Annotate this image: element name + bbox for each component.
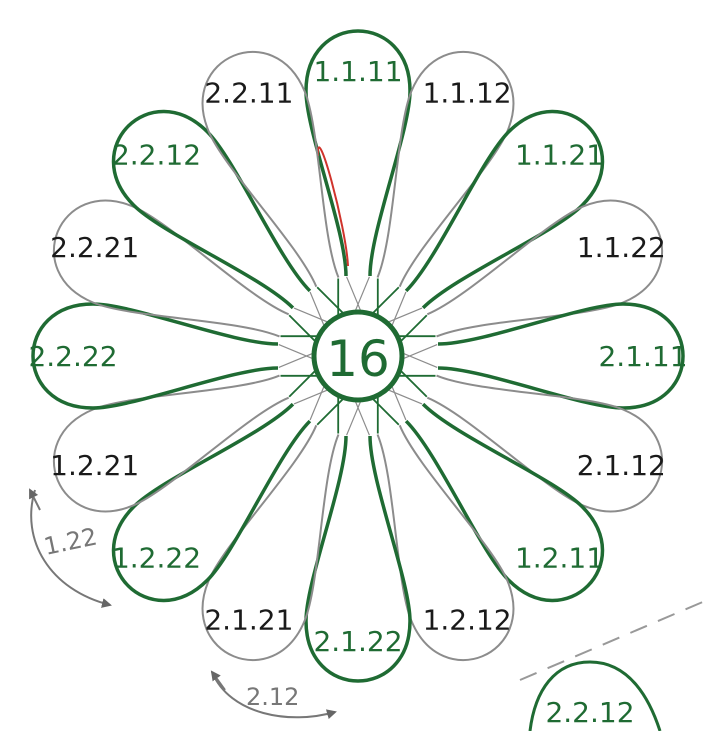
petals-layer: 1.1.11 1.1.121.1.21 1.1.22 2.1.11 2.1.12 1.2.…: [28, 29, 688, 683]
petal: 2.1.11: [437, 302, 688, 410]
petal: 1.1.21: [404, 109, 605, 310]
petal-label: 1.1.12: [423, 77, 512, 110]
petal-outline: [426, 199, 663, 338]
petal: 2.2.21: [50, 199, 290, 338]
left-arc-start-arrow: [29, 488, 41, 511]
petal-label: 2.1.22: [313, 625, 402, 658]
petal: 1.1.11: [304, 29, 412, 277]
petal-outline: [201, 51, 340, 288]
petal-outline: [304, 29, 412, 277]
petal: 1.2.12: [376, 424, 515, 661]
petal-outline: [404, 402, 605, 603]
petal-highlight-strand: [316, 146, 349, 267]
petal: 1.1.12: [376, 51, 515, 288]
petal-outline: [426, 374, 663, 513]
petal-label: 1.2.22: [112, 542, 201, 575]
petal-label: 2.1.12: [577, 449, 666, 482]
petal: 2.1.22: [304, 435, 412, 683]
petal-outline: [376, 424, 515, 661]
petal-label: 1.2.21: [50, 449, 139, 482]
petal-outline: [111, 402, 312, 603]
petal-outline: [304, 435, 412, 683]
petal-label: 2.1.21: [204, 603, 293, 636]
bottom-arc-arrow: [211, 671, 337, 720]
petal: 1.2.21: [50, 374, 290, 513]
left-arc-arrow: [30, 489, 112, 608]
petal-label: 1.1.21: [515, 139, 604, 172]
petal-outline: [437, 302, 685, 410]
petal-label: 1.1.11: [313, 55, 402, 88]
petal: 2.1.12: [426, 374, 666, 513]
petal-label: 2.2.11: [204, 77, 293, 110]
petal-outline: [53, 199, 290, 338]
bottom-arc-label: 2.12: [246, 683, 299, 711]
petal: 1.2.22: [111, 402, 312, 603]
petal-outline: [31, 302, 279, 410]
petal-outline: [376, 51, 515, 288]
center-circle: [311, 309, 405, 403]
petal: 2.2.11: [201, 51, 340, 288]
bottom-arc-start-arrow: [210, 670, 226, 691]
petal: 2.1.21: [201, 424, 340, 661]
petal-outline: [404, 109, 605, 310]
petal: 2.2.22: [28, 302, 279, 410]
petal: 2.2.12: [111, 109, 312, 310]
petal-label: 1.2.11: [515, 542, 604, 575]
dashed-guide-line: [519, 597, 712, 681]
petal-label: 1.1.22: [577, 231, 666, 264]
petal-outline: [201, 424, 340, 661]
corner-petal-label: 2.2.12: [545, 696, 634, 729]
center-label: 16: [326, 330, 390, 388]
petal-label: 2.2.21: [50, 231, 139, 264]
left-arc-label: 1.22: [41, 522, 99, 560]
petal-label: 1.2.12: [423, 603, 512, 636]
petal-outline: [111, 109, 312, 310]
petal-outline: [53, 374, 290, 513]
petal: 1.2.11: [404, 402, 605, 603]
petal: 1.1.22: [426, 199, 666, 338]
corner-partial-petal: [528, 660, 662, 732]
petal-label: 2.2.12: [112, 139, 201, 172]
petal-label: 2.1.11: [598, 340, 687, 373]
petal-label: 2.2.22: [28, 340, 117, 373]
